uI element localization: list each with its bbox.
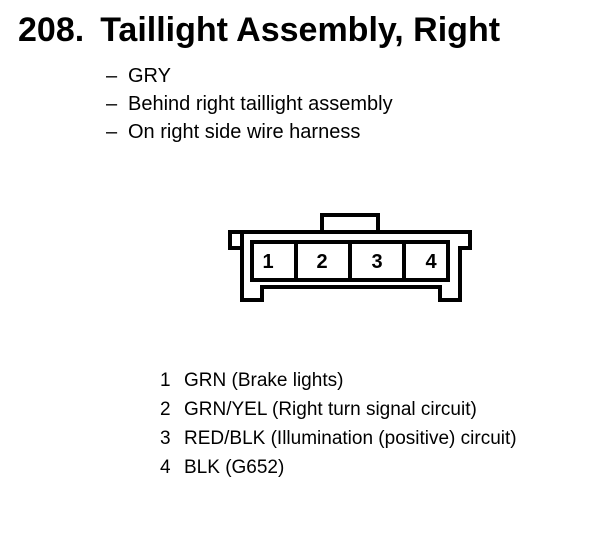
connector-harness: –On right side wire harness	[106, 121, 361, 143]
connector-color: –GRY	[106, 65, 171, 87]
connector-cavity-outline	[240, 232, 450, 282]
connector-details: –GRY –Behind right taillight assembly –O…	[106, 62, 393, 146]
connector-lock-tab	[320, 213, 380, 232]
cavity-label-1: 1	[262, 251, 273, 273]
cavity-label-3: 3	[371, 251, 382, 273]
cavity-label-4: 4	[425, 251, 437, 273]
component-name: Taillight Assembly, Right	[100, 11, 501, 49]
page-title: 208. Taillight Assembly, Right	[18, 8, 500, 52]
component-number: 208.	[18, 11, 85, 49]
connector-location: –Behind right taillight assembly	[106, 93, 393, 115]
cavity-label-2: 2	[316, 251, 327, 273]
